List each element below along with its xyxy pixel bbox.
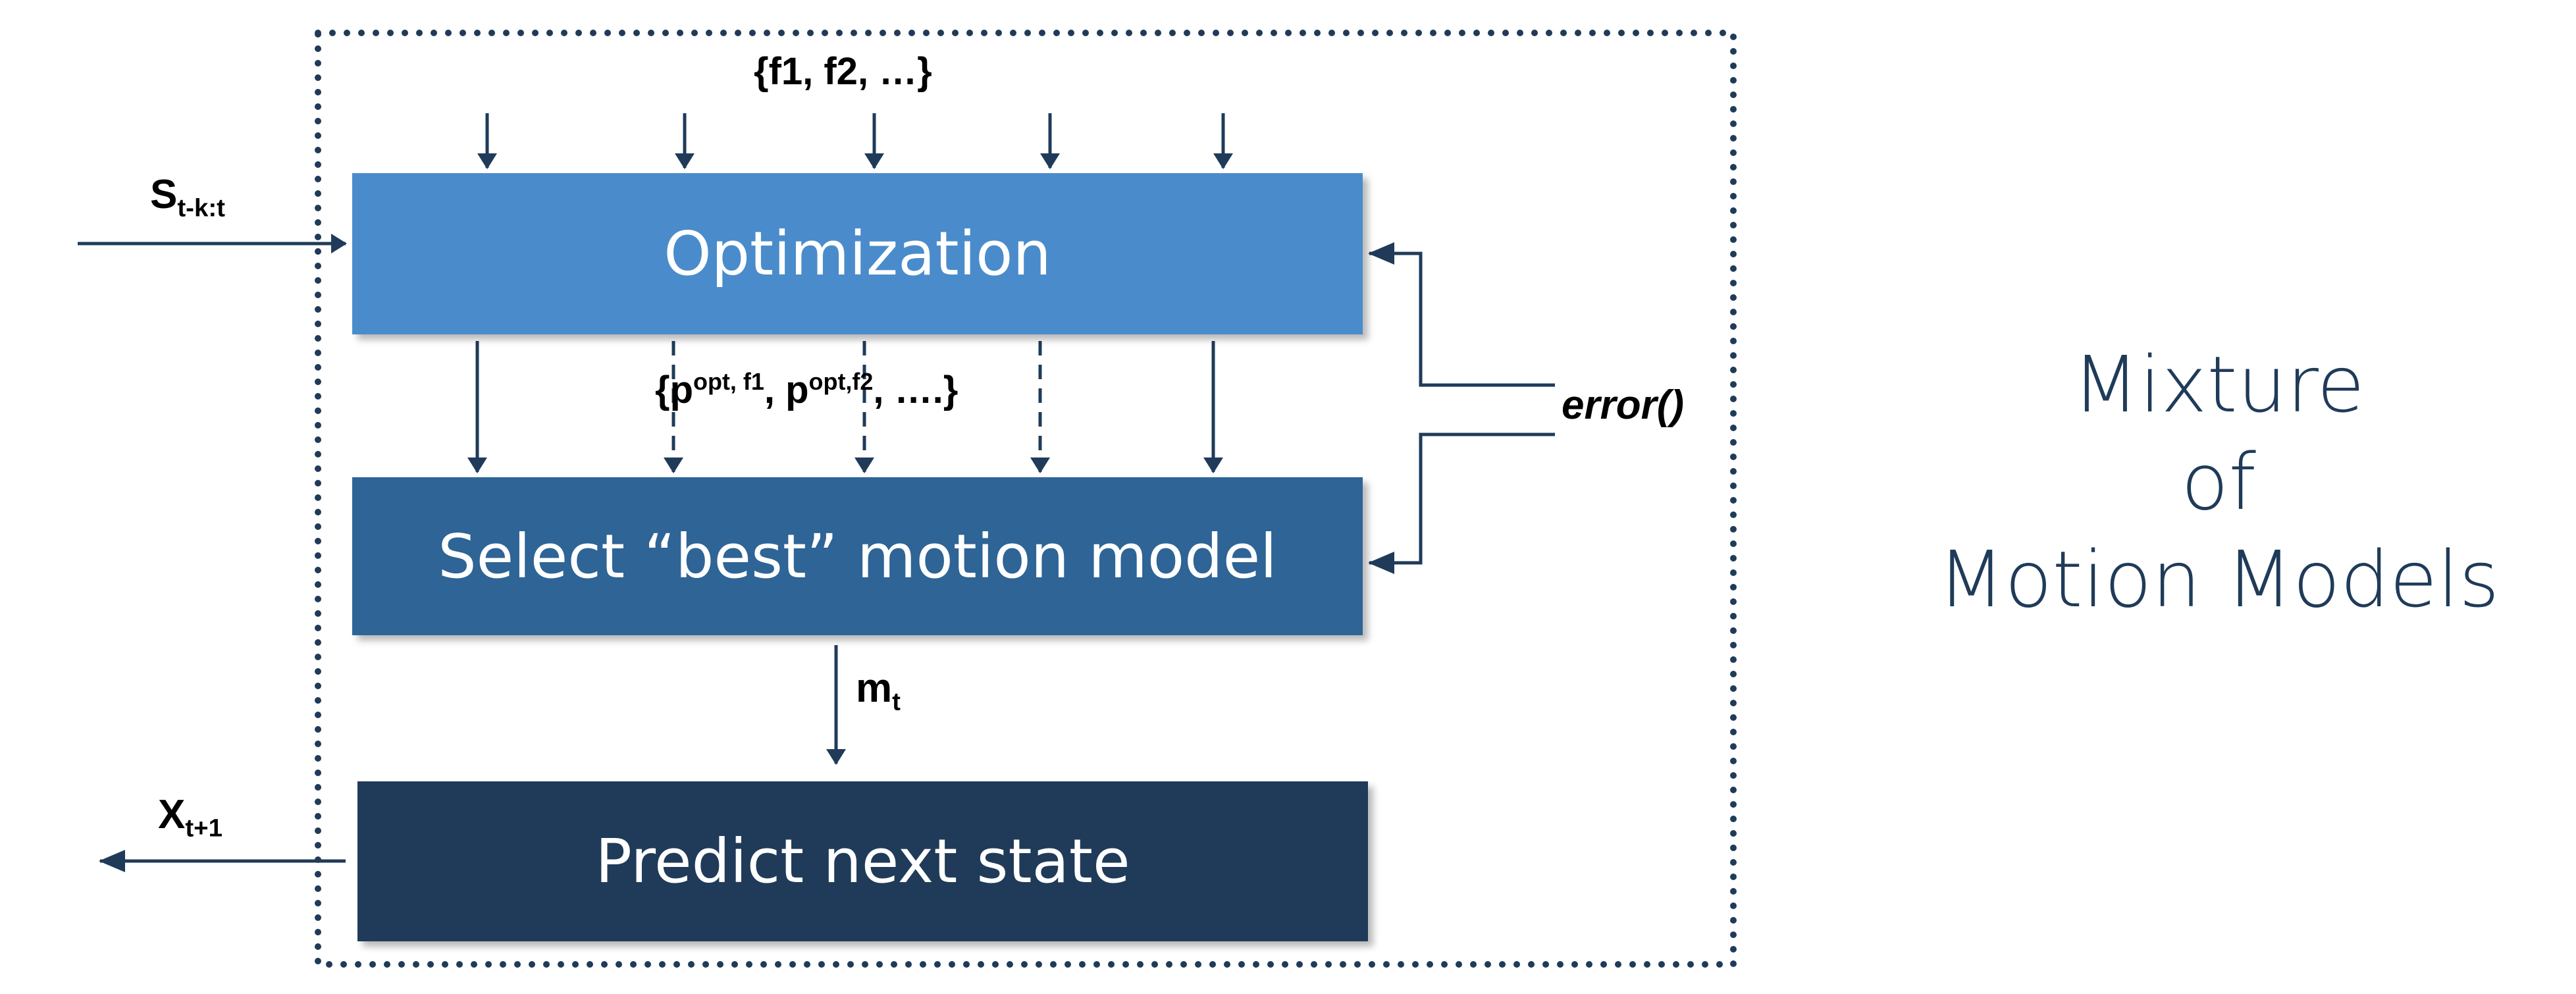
- error-to-select-arrow: [1368, 432, 1555, 574]
- select-best-model-box: Select “best” motion model: [352, 477, 1363, 635]
- error-function-label: error(): [1562, 382, 1685, 428]
- selected-model-label: mt: [856, 668, 901, 715]
- next-state-label: Xt+1: [158, 795, 223, 841]
- optimized-params-label: {popt, f1, popt,f2, ….}: [655, 370, 958, 409]
- next-state-main: X: [158, 792, 186, 837]
- selected-model-sub: t: [892, 687, 901, 716]
- diagram-title: Mixture of Motion Models: [1856, 336, 2576, 628]
- title-line-2: of: [2181, 436, 2256, 527]
- optimization-label: Optimization: [664, 219, 1051, 289]
- next-state-sub: t+1: [185, 814, 223, 843]
- params-mid: , p: [764, 368, 809, 411]
- params-open: {p: [655, 368, 693, 411]
- title-line-1: Mixture: [2072, 339, 2365, 430]
- dotted-border: [315, 30, 1737, 968]
- params-sup-2: opt,f2: [808, 368, 874, 395]
- params-sup-1: opt, f1: [693, 368, 764, 395]
- state-history-main: S: [150, 172, 178, 217]
- state-history-label: St-k:t: [150, 174, 225, 221]
- optimization-box: Optimization: [352, 173, 1363, 334]
- selected-model-main: m: [856, 666, 893, 711]
- functions-label: {f1, f2, …}: [754, 50, 932, 93]
- params-close: , ….}: [873, 368, 959, 411]
- select-best-model-label: Select “best” motion model: [438, 521, 1277, 592]
- predict-next-state-box: Predict next state: [357, 781, 1368, 941]
- predict-next-state-label: Predict next state: [595, 826, 1130, 897]
- error-to-optimization-arrow: [1368, 242, 1555, 387]
- state-history-sub: t-k:t: [177, 194, 225, 222]
- title-line-3: Motion Models: [1937, 534, 2500, 625]
